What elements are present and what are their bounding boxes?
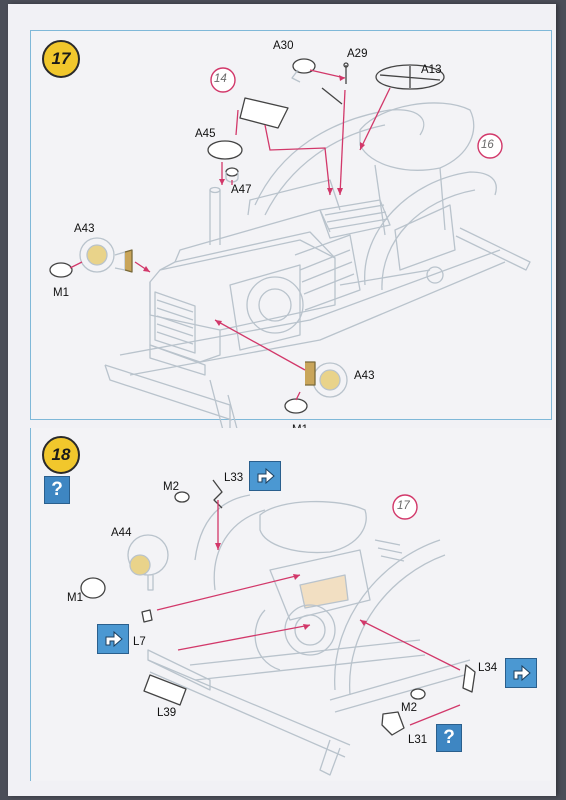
- label-m2-top: M2: [163, 481, 179, 493]
- label-a30: A30: [273, 40, 294, 52]
- help-icon-l31: ?: [436, 724, 462, 752]
- label-l34: L34: [478, 662, 498, 674]
- flip-icon-l33: [249, 461, 281, 491]
- label-a45: A45: [195, 128, 216, 140]
- label-a43-right: A43: [354, 370, 375, 382]
- ref-circle-14: 14: [214, 73, 227, 85]
- label-a47: A47: [231, 184, 252, 196]
- label-l7: L7: [133, 636, 146, 648]
- flip-icon-l34: [505, 658, 537, 688]
- step-17-panel: [30, 30, 552, 420]
- label-m1-left: M1: [53, 287, 69, 299]
- label-l39: L39: [157, 707, 177, 719]
- label-m1: M1: [67, 592, 83, 604]
- label-a44: A44: [111, 527, 132, 539]
- label-a43-left: A43: [74, 223, 95, 235]
- label-a29: A29: [347, 48, 368, 60]
- ref-circle-17: 17: [397, 500, 410, 512]
- label-m2-right: M2: [401, 702, 417, 714]
- flip-icon-l7: [97, 624, 129, 654]
- help-icon: ?: [44, 476, 70, 504]
- label-l33: L33: [224, 472, 244, 484]
- label-a13: A13: [421, 64, 442, 76]
- label-l31: L31: [408, 734, 428, 746]
- step-18-badge: 18: [42, 436, 80, 474]
- step-17-badge: 17: [42, 40, 80, 78]
- step-18-panel: [30, 428, 551, 781]
- ref-circle-16: 16: [481, 139, 494, 151]
